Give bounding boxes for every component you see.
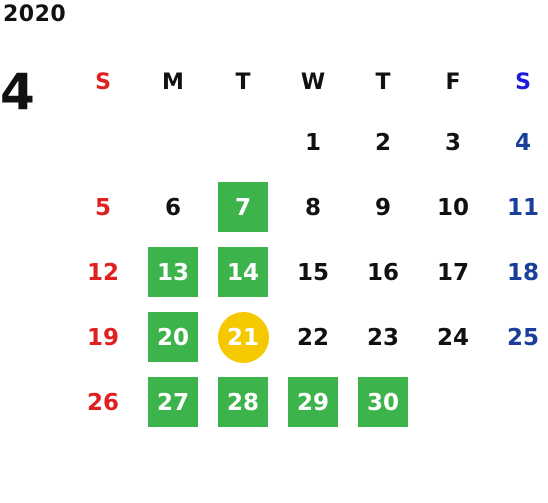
day-number: 14 — [226, 259, 259, 286]
day-number: 13 — [156, 259, 189, 286]
day-number: 30 — [366, 389, 399, 416]
day-number: 8 — [304, 194, 321, 221]
day-number: 15 — [296, 259, 329, 286]
day-cell-26[interactable]: 26 — [68, 370, 138, 435]
weekday-header-tue: T — [235, 70, 251, 95]
day-cell-19[interactable]: 19 — [68, 305, 138, 370]
day-cell-17[interactable]: 17 — [418, 240, 488, 305]
day-cell-30[interactable]: 30 — [348, 370, 418, 435]
day-number: 10 — [436, 194, 469, 221]
day-number: 22 — [296, 324, 329, 351]
highlight-square — [218, 182, 268, 232]
calendar-month: 4 — [0, 63, 35, 121]
day-cell-24[interactable]: 24 — [418, 305, 488, 370]
day-number: 26 — [86, 389, 119, 416]
weekday-header-sat: S — [515, 70, 531, 95]
day-cell-16[interactable]: 16 — [348, 240, 418, 305]
day-cell-2[interactable]: 2 — [348, 110, 418, 175]
day-number: 4 — [514, 129, 531, 156]
day-number: 1 — [304, 129, 321, 156]
day-number: 9 — [374, 194, 391, 221]
day-number: 6 — [164, 194, 181, 221]
day-number: 19 — [86, 324, 119, 351]
highlight-square — [288, 377, 338, 427]
day-cell-6[interactable]: 6 — [138, 175, 208, 240]
day-number: 29 — [296, 389, 329, 416]
empty-day-cell — [138, 110, 208, 175]
day-cell-23[interactable]: 23 — [348, 305, 418, 370]
today-circle — [218, 312, 269, 363]
day-cell-12[interactable]: 12 — [68, 240, 138, 305]
empty-day-cell — [418, 370, 488, 435]
day-cell-11[interactable]: 11 — [488, 175, 548, 240]
day-number: 27 — [156, 389, 189, 416]
day-number: 23 — [366, 324, 399, 351]
day-number: 21 — [226, 324, 259, 351]
weekday-header-wed: W — [300, 70, 326, 95]
day-number: 7 — [234, 194, 251, 221]
empty-day-cell — [488, 370, 548, 435]
day-cell-27[interactable]: 27 — [138, 370, 208, 435]
day-cell-22[interactable]: 22 — [278, 305, 348, 370]
day-number: 3 — [444, 129, 461, 156]
day-number: 20 — [156, 324, 189, 351]
weekday-header-fri: F — [445, 70, 461, 95]
weekday-header-mon: M — [162, 70, 184, 95]
day-cell-10[interactable]: 10 — [418, 175, 488, 240]
day-cell-15[interactable]: 15 — [278, 240, 348, 305]
day-cell-28[interactable]: 28 — [208, 370, 278, 435]
day-number: 5 — [94, 194, 111, 221]
day-cell-7[interactable]: 7 — [208, 175, 278, 240]
empty-day-cell — [208, 110, 278, 175]
highlight-square — [148, 312, 198, 362]
day-number: 28 — [226, 389, 259, 416]
highlight-square — [218, 377, 268, 427]
day-cell-14[interactable]: 14 — [208, 240, 278, 305]
day-cell-8[interactable]: 8 — [278, 175, 348, 240]
calendar-year: 2020 — [3, 2, 67, 27]
day-cell-18[interactable]: 18 — [488, 240, 548, 305]
day-cell-29[interactable]: 29 — [278, 370, 348, 435]
day-cell-5[interactable]: 5 — [68, 175, 138, 240]
day-number: 25 — [506, 324, 539, 351]
day-number: 24 — [436, 324, 469, 351]
day-cell-25[interactable]: 25 — [488, 305, 548, 370]
day-number: 17 — [436, 259, 469, 286]
day-cell-3[interactable]: 3 — [418, 110, 488, 175]
day-number: 12 — [86, 259, 119, 286]
day-number: 2 — [374, 129, 391, 156]
highlight-square — [148, 247, 198, 297]
highlight-square — [218, 247, 268, 297]
day-number: 18 — [506, 259, 539, 286]
day-cell-9[interactable]: 9 — [348, 175, 418, 240]
day-cell-13[interactable]: 13 — [138, 240, 208, 305]
day-number: 11 — [506, 194, 539, 221]
day-cell-4[interactable]: 4 — [488, 110, 548, 175]
day-cell-20[interactable]: 20 — [138, 305, 208, 370]
empty-day-cell — [68, 110, 138, 175]
weekday-header-thu: T — [375, 70, 391, 95]
highlight-square — [358, 377, 408, 427]
day-cell-1[interactable]: 1 — [278, 110, 348, 175]
weekday-header-sun: S — [95, 70, 111, 95]
day-number: 16 — [366, 259, 399, 286]
highlight-square — [148, 377, 198, 427]
day-cell-21[interactable]: 21 — [208, 305, 278, 370]
